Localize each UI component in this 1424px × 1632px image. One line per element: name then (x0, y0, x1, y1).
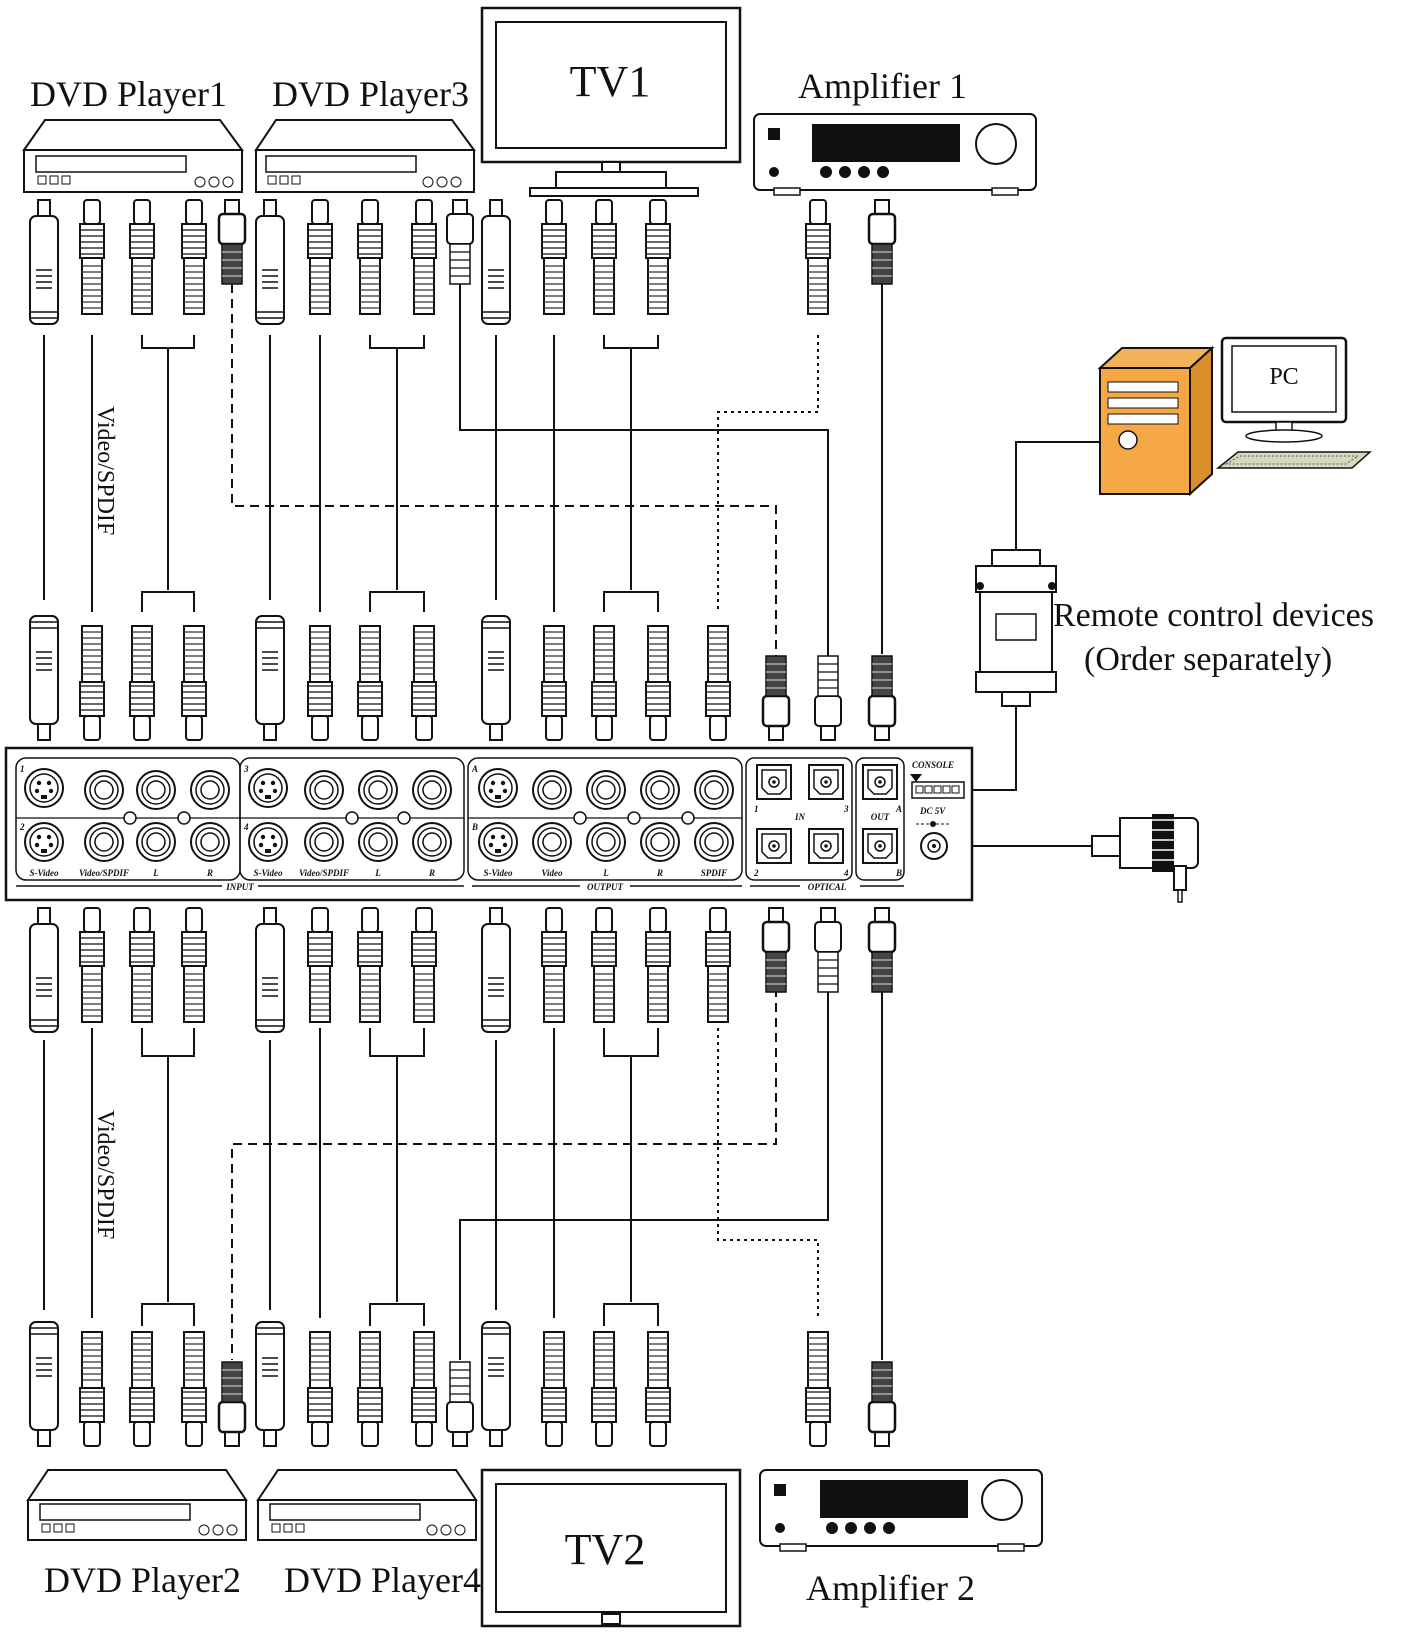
optical-in-label: IN (794, 812, 806, 822)
video-spdif-bottom-label: Video/SPDIF (92, 1110, 118, 1239)
top-cables (43, 284, 883, 656)
pc-icon (1097, 336, 1372, 497)
opt-letter-a: A (895, 804, 902, 814)
col-svideo-out: S-Video (483, 868, 513, 878)
dvd-player1-icon (22, 119, 244, 193)
dvd-player2-icon (26, 1469, 248, 1541)
dc5v-label: DC 5V (919, 806, 946, 816)
amplifier1-label: Amplifier 1 (798, 66, 967, 106)
tv2-label: TV2 (565, 1525, 646, 1574)
col-svideo-2: S-Video (253, 868, 283, 878)
console-label: CONSOLE (912, 760, 954, 770)
col-video-out: Video (541, 868, 563, 878)
top-device-plugs (29, 198, 897, 325)
remote-line1-label: Remote control devices (1053, 597, 1374, 634)
dvd-player4-label: DVD Player4 (284, 1560, 481, 1600)
optical-out-label: OUT (871, 812, 890, 822)
opt-num-4: 4 (843, 868, 849, 878)
panel-labels: 1 2 3 4 A B S-Video Video/SPDIF L R S-Vi… (19, 760, 954, 892)
col-r-out: R (656, 868, 663, 878)
dvd1-optical-dashed (231, 284, 777, 656)
output-section-label: OUTPUT (587, 882, 623, 892)
input-num-4: 4 (243, 822, 249, 832)
panel-top-plugs (29, 615, 897, 742)
input-num-1: 1 (20, 764, 25, 774)
amp1-spdif-dotted (717, 335, 819, 612)
dvd-player4-icon (256, 1469, 478, 1541)
dvd-player2-label: DVD Player2 (44, 1560, 241, 1600)
col-l-2: L (374, 868, 381, 878)
panel-jacks (24, 764, 965, 864)
panel-bottom-plugs (29, 906, 897, 1033)
bottom-cables (43, 988, 883, 1360)
tv1-label: TV1 (570, 57, 651, 106)
pc-label: PC (1269, 364, 1298, 390)
console-cable (964, 706, 1017, 791)
opt-num-3: 3 (843, 804, 849, 814)
amplifier2-icon (759, 1469, 1043, 1552)
amplifier2-label: Amplifier 2 (806, 1568, 975, 1608)
dvd-player3-icon (254, 119, 476, 193)
dvd-player1-label: DVD Player1 (30, 74, 227, 114)
bottom-device-plugs (29, 1321, 897, 1448)
input-num-3: 3 (243, 764, 249, 774)
col-l-out: L (602, 868, 609, 878)
power-adapter-icon (1091, 814, 1199, 903)
col-r-1: R (206, 868, 213, 878)
col-r-2: R (428, 868, 435, 878)
dvd2-optical-dashed (231, 988, 777, 1360)
input-num-2: 2 (19, 822, 25, 832)
remote-line2-label: (Order separately) (1084, 641, 1332, 678)
opt-num-1: 1 (754, 804, 759, 814)
dvd-player3-label: DVD Player3 (272, 74, 469, 114)
optical-section-label: OPTICAL (808, 882, 847, 892)
input-section-label: INPUT (225, 882, 254, 892)
amp2-spdif-dotted (717, 1028, 819, 1318)
pc-cable (1015, 441, 1100, 552)
col-video-spdif-2: Video/SPDIF (299, 868, 349, 878)
amplifier1-icon (753, 113, 1037, 196)
opt-letter-b: B (895, 868, 902, 878)
video-spdif-top-label: Video/SPDIF (92, 406, 118, 535)
remote-control-device-icon (975, 549, 1057, 707)
col-l-1: L (152, 868, 159, 878)
opt-num-2: 2 (753, 868, 759, 878)
col-svideo-1: S-Video (29, 868, 59, 878)
output-letter-a: A (471, 764, 478, 774)
tv1-icon (480, 6, 742, 197)
tv2-icon (480, 1468, 742, 1628)
output-letter-b: B (471, 822, 478, 832)
col-spdif-out: SPDIF (701, 868, 728, 878)
col-video-spdif-1: Video/SPDIF (79, 868, 129, 878)
